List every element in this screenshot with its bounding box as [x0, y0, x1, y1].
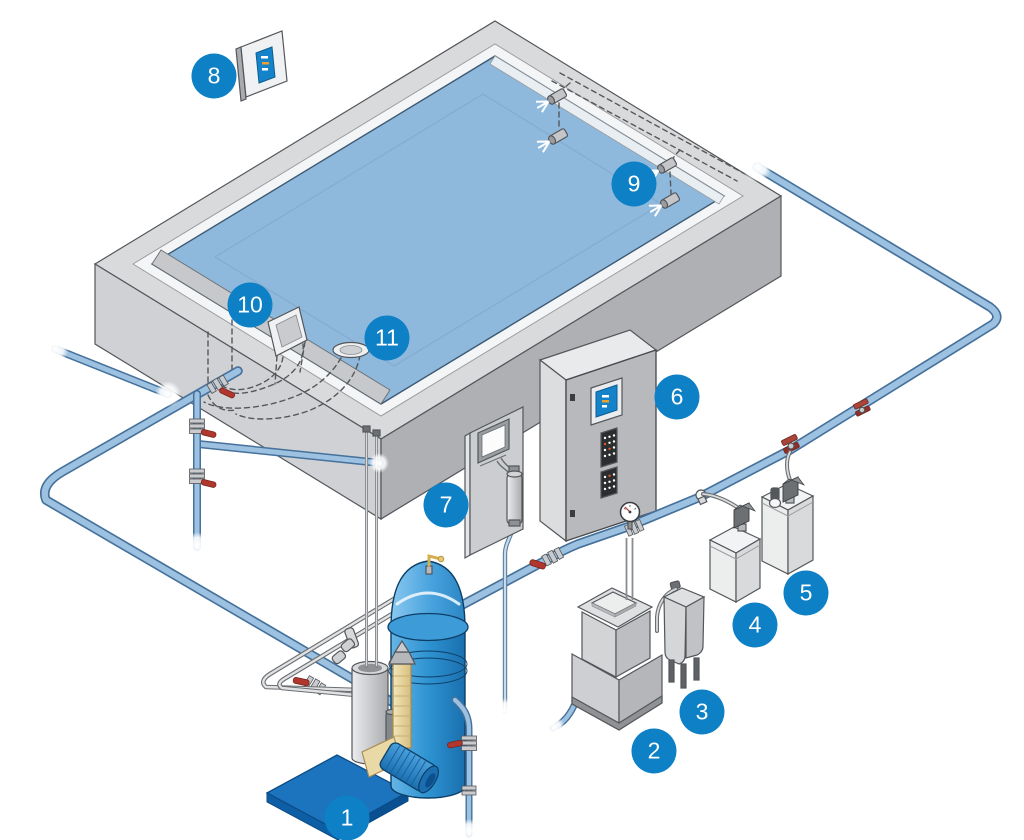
- return-line-fittings: [529, 398, 871, 570]
- valve-handle: [529, 559, 546, 570]
- measuring-panel: [464, 406, 524, 560]
- valve-handle: [292, 677, 310, 687]
- pump-motor: [379, 742, 439, 794]
- inlet-jet-icon: [535, 88, 568, 113]
- auxiliary-loop-pipe: [277, 581, 445, 698]
- ball-valve: [529, 546, 565, 570]
- injection-clamp: [853, 398, 871, 417]
- injection-tee-fitting: [695, 489, 708, 506]
- injection-clamp: [781, 434, 800, 454]
- inlet-jet-icon: [648, 192, 681, 217]
- ball-valve: [189, 418, 217, 438]
- valve-handle: [447, 739, 463, 749]
- air-relief-valve: [425, 554, 445, 575]
- pump-base-front: [266, 792, 339, 840]
- remote-screen: [255, 46, 276, 84]
- cabinet-hinge: [570, 510, 575, 517]
- ball-valve: [447, 735, 477, 751]
- callout-badge-10: 10: [227, 282, 273, 328]
- measuring-probe: [506, 473, 523, 525]
- auxiliary-loop-pipe: [261, 573, 435, 693]
- inlet-jet-icon: [645, 157, 678, 182]
- keypad-dots: [603, 473, 616, 491]
- small-dosing-tank: [655, 580, 706, 689]
- inlet-jet-manifold: [551, 72, 746, 195]
- screen-bar: [262, 62, 269, 65]
- screen-bar: [261, 56, 268, 59]
- skimmer: [267, 306, 308, 357]
- callout-badge-3: 3: [679, 689, 725, 735]
- callout-badge-2: 2: [631, 728, 677, 774]
- callout-badge-9: 9: [611, 161, 657, 207]
- suction-tube-lines: [625, 538, 634, 600]
- pipe-fadeouts: [41, 152, 772, 840]
- hidden-plumbing-dashes: [203, 319, 361, 420]
- filter-tank-clamp-ring: [387, 612, 469, 642]
- keypad-dots: [603, 434, 616, 458]
- dosing-tube: [701, 492, 743, 512]
- valve-handle: [200, 429, 217, 438]
- suction-piping: [40, 345, 457, 742]
- dissolving-tank: [549, 538, 663, 732]
- panel-screen: [481, 424, 506, 458]
- valve-handle: [200, 479, 217, 488]
- suction-lances: [362, 425, 381, 668]
- chemical-canister-b: [760, 450, 815, 576]
- dosing-tube: [785, 450, 792, 482]
- callout-badge-4: 4: [732, 602, 778, 648]
- callout-badge-11: 11: [364, 315, 410, 361]
- dosing-tube: [655, 587, 678, 633]
- callout-badge-6: 6: [654, 374, 700, 420]
- ball-valve: [206, 374, 236, 399]
- screen-bar: [262, 68, 268, 71]
- callout-badge-8: 8: [191, 53, 237, 99]
- valve-handle: [219, 387, 236, 399]
- supply-stub-pipe: [51, 345, 172, 398]
- feeder-column: [388, 639, 416, 749]
- main-drain: [332, 341, 370, 359]
- wall-remote-control: [235, 30, 288, 102]
- inlet-jet-icon: [536, 128, 569, 153]
- cabinet-hinge: [570, 394, 575, 401]
- control-cabinet: [538, 329, 658, 543]
- callout-badge-1: 1: [324, 795, 370, 840]
- callout-badge-7: 7: [423, 482, 469, 528]
- filter-pump-unit: [265, 425, 477, 840]
- probe-drain-pipe: [502, 518, 518, 715]
- pressure-gauge: [619, 501, 641, 530]
- waste-pipe: [451, 696, 473, 838]
- chemical-canister-a: [701, 492, 762, 604]
- callout-badge-5: 5: [783, 570, 829, 616]
- inlet-jets: [535, 88, 681, 217]
- ball-valve: [189, 468, 217, 488]
- main-suction-pipe: [40, 366, 457, 742]
- branch-pipe: [194, 440, 384, 467]
